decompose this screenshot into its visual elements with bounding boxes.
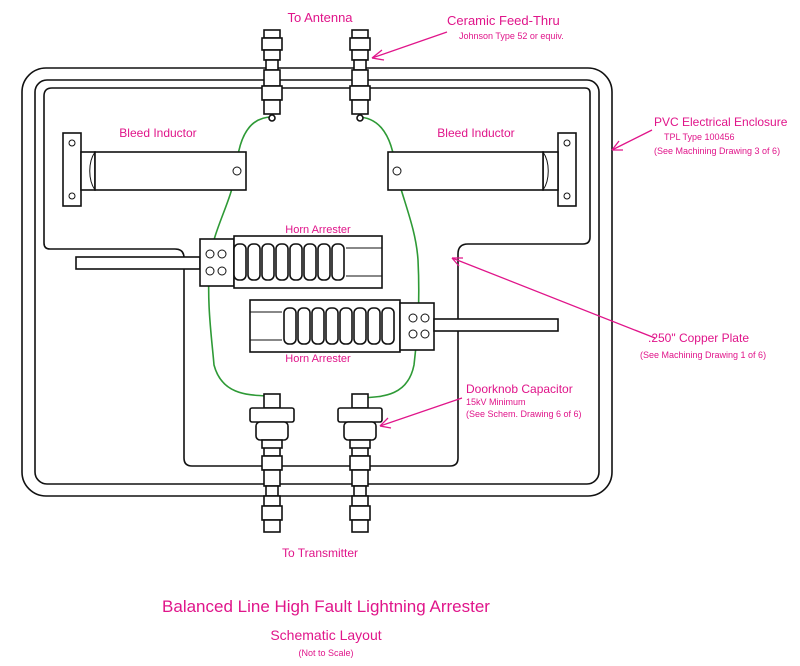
horn-arrester-top bbox=[75, 235, 383, 289]
label-bleed-inductor-right: Bleed Inductor bbox=[437, 126, 514, 140]
label-enclosure-sub1: TPL Type 100456 bbox=[664, 132, 735, 142]
bleed-inductor-left bbox=[62, 132, 247, 207]
bleed-inductor-right bbox=[387, 132, 577, 207]
label-horn-arrester-bottom: Horn Arrester bbox=[285, 353, 351, 365]
feedthru-bottom-left bbox=[261, 441, 283, 533]
label-bleed-inductor-left: Bleed Inductor bbox=[119, 126, 196, 140]
label-capacitor-sub1: 15kV Minimum bbox=[466, 397, 526, 407]
feedthru-top-right bbox=[349, 29, 371, 122]
label-horn-arrester-top: Horn Arrester bbox=[285, 224, 351, 236]
drawing-note: (Not to Scale) bbox=[298, 648, 353, 658]
label-enclosure-sub2: (See Machining Drawing 3 of 6) bbox=[654, 146, 780, 156]
drawing-subtitle: Schematic Layout bbox=[270, 627, 381, 643]
label-to-transmitter: To Transmitter bbox=[282, 546, 358, 560]
label-capacitor-sub2: (See Schem. Drawing 6 of 6) bbox=[466, 409, 582, 419]
leader-arrows bbox=[371, 31, 656, 429]
feedthru-bottom-right bbox=[349, 441, 371, 533]
horn-arrester-bottom bbox=[249, 299, 559, 353]
label-to-antenna: To Antenna bbox=[287, 10, 353, 25]
label-feedthru-title: Ceramic Feed-Thru bbox=[447, 13, 560, 28]
doorknob-capacitor-right bbox=[337, 393, 383, 449]
label-capacitor-title: Doorknob Capacitor bbox=[466, 382, 573, 396]
feedthru-top-left bbox=[261, 29, 283, 122]
pvc-enclosure-inner bbox=[34, 79, 600, 485]
label-copper-plate-title: .250" Copper Plate bbox=[648, 331, 749, 345]
label-enclosure-title: PVC Electrical Enclosure bbox=[654, 115, 788, 129]
label-copper-plate-sub: (See Machining Drawing 1 of 6) bbox=[640, 350, 766, 360]
pvc-enclosure-outer bbox=[21, 67, 613, 497]
copper-plate bbox=[43, 87, 591, 467]
doorknob-capacitor-left bbox=[249, 393, 295, 449]
drawing-title: Balanced Line High Fault Lightning Arres… bbox=[162, 597, 490, 616]
label-feedthru-sub: Johnson Type 52 or equiv. bbox=[459, 31, 564, 41]
